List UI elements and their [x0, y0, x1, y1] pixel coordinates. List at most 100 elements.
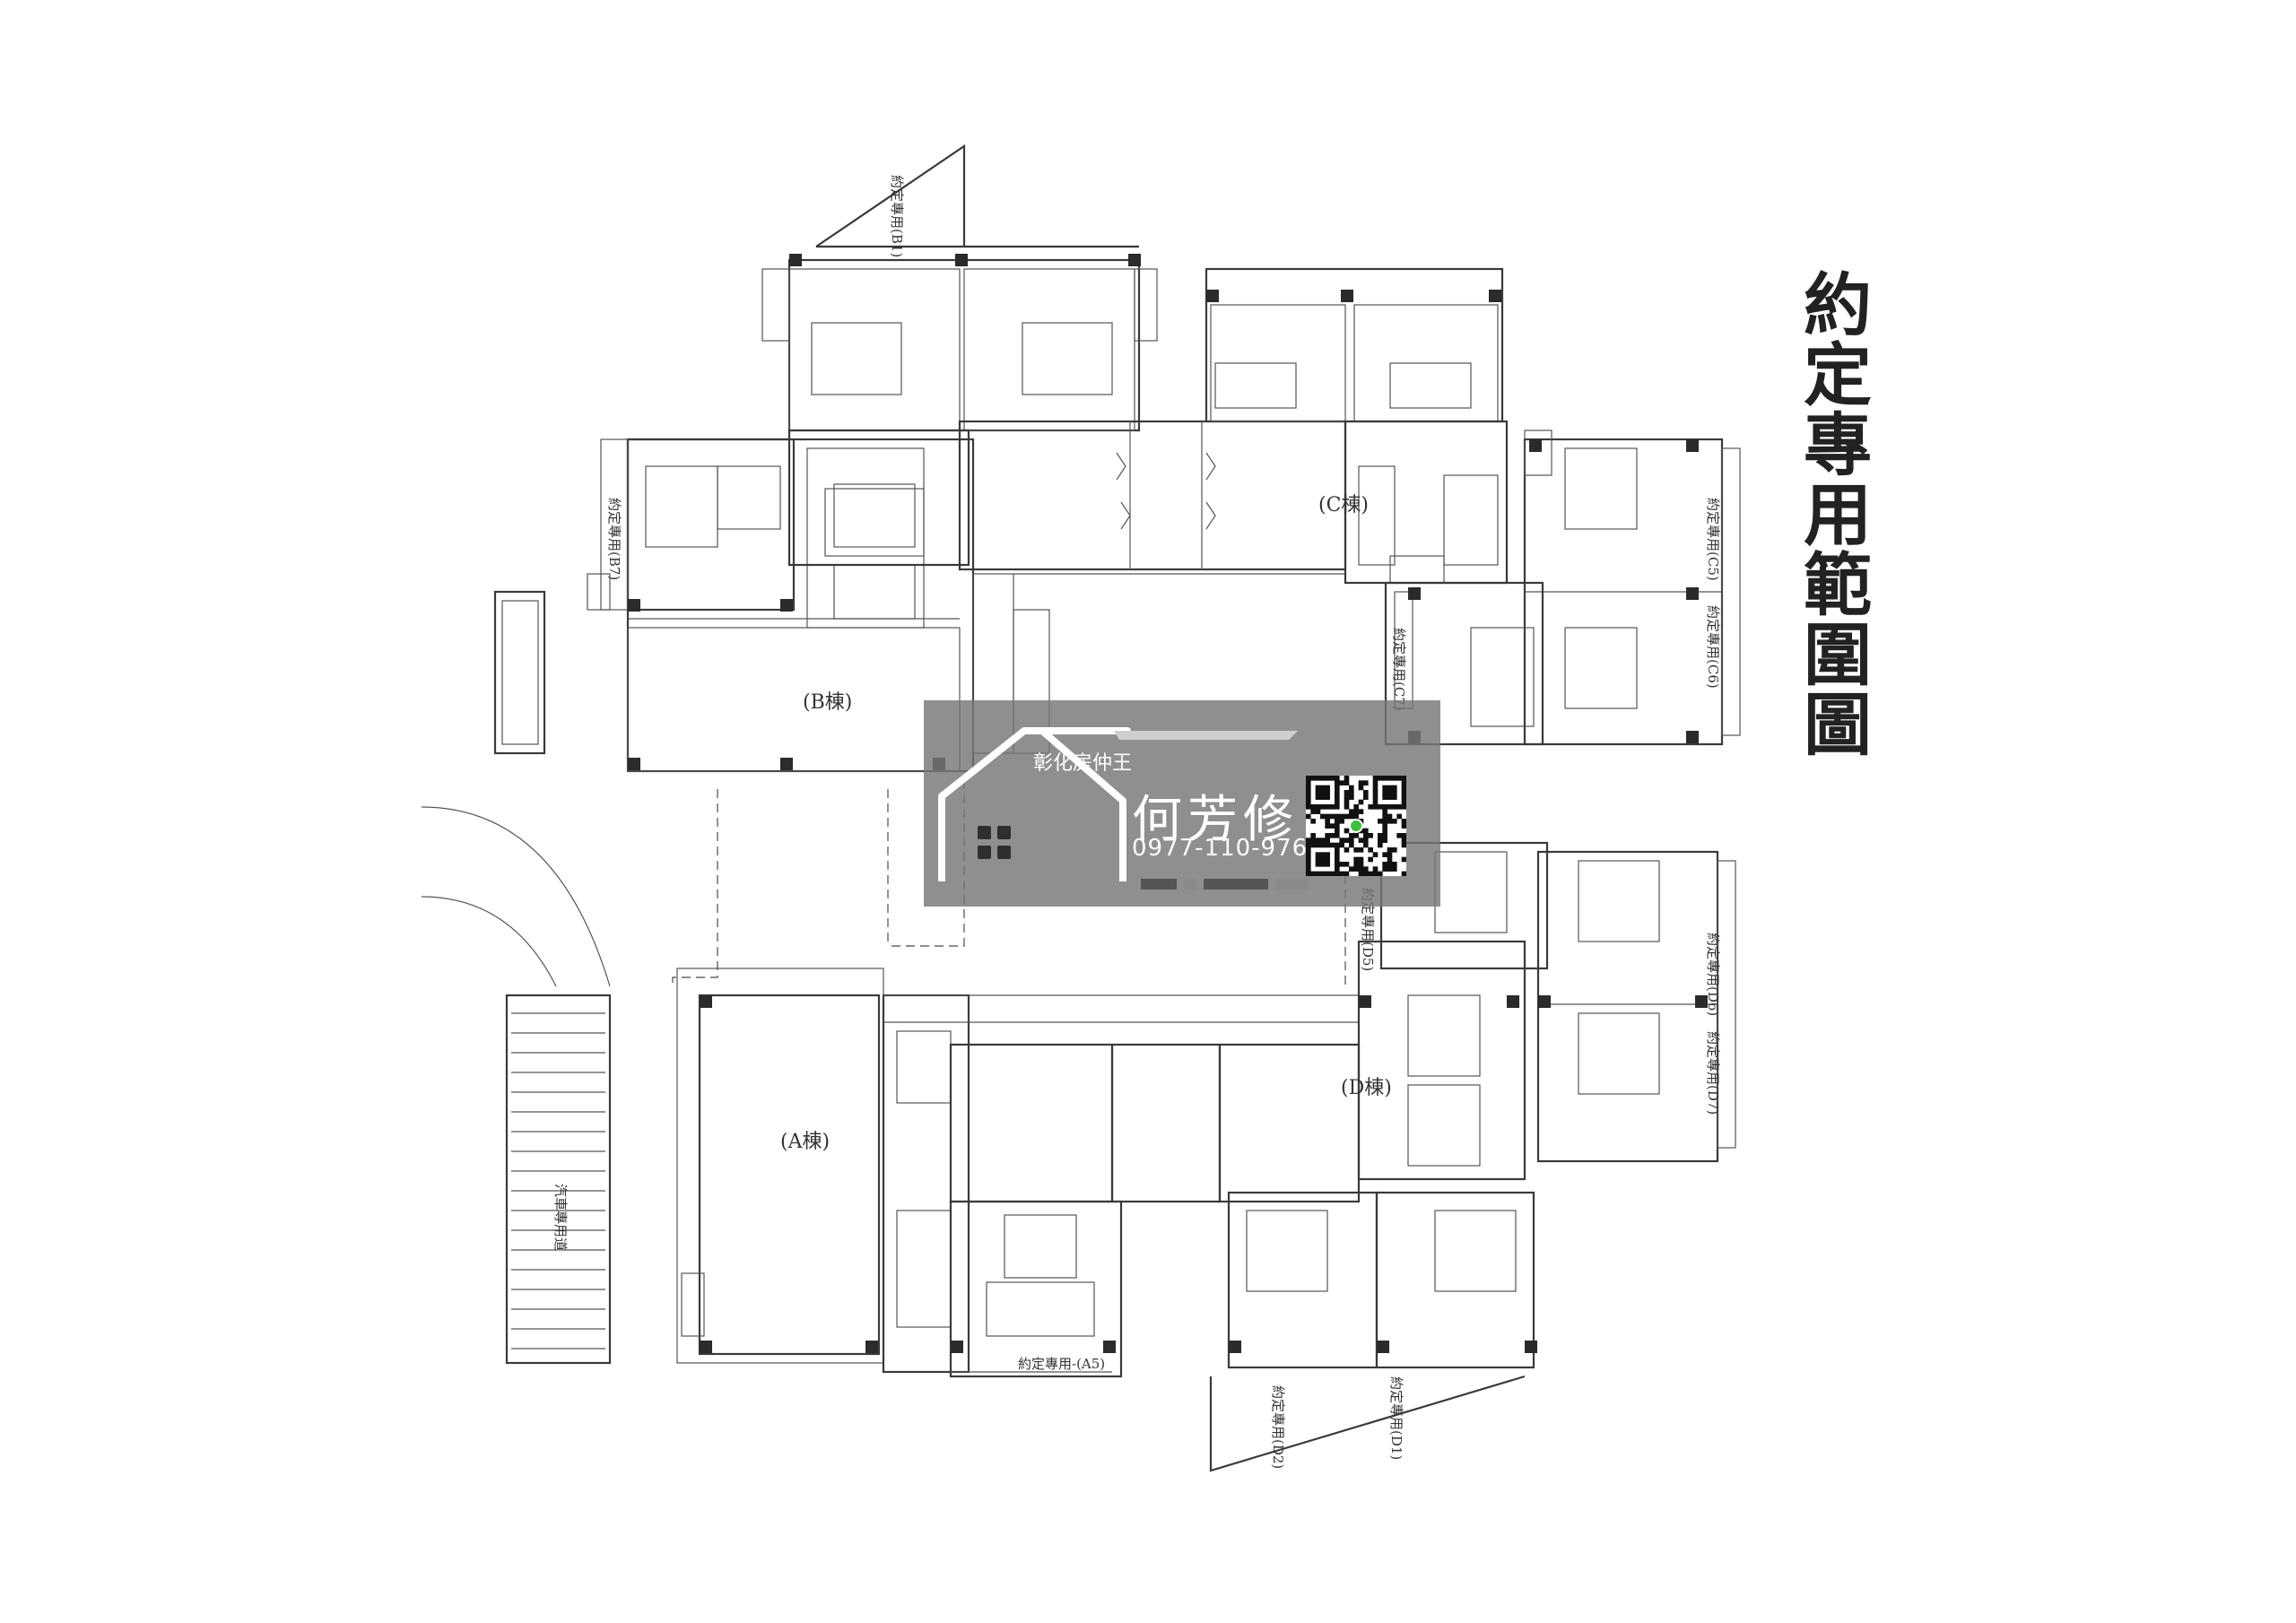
qr-module — [1320, 790, 1326, 795]
qr-module — [1315, 809, 1321, 814]
qr-module — [1335, 852, 1340, 857]
qr-module — [1387, 862, 1393, 867]
qr-module — [1353, 847, 1359, 853]
label-d1: 約定專用(D1) — [1388, 1376, 1405, 1460]
qr-module — [1320, 804, 1326, 810]
watermark-bar-4 — [1275, 879, 1308, 890]
label-c5: 約定專用(C5) — [1705, 498, 1721, 581]
qr-module — [1306, 871, 1311, 877]
qr-module — [1335, 842, 1340, 848]
qr-module — [1315, 790, 1321, 795]
qr-module — [1372, 871, 1378, 877]
qr-module — [1306, 856, 1311, 863]
qr-module — [1335, 794, 1340, 800]
qr-module — [1378, 838, 1383, 843]
qr-module — [1335, 813, 1340, 820]
qr-module — [1310, 809, 1316, 814]
qr-module — [1344, 780, 1350, 785]
qr-module — [1306, 847, 1311, 853]
qr-module — [1401, 776, 1407, 781]
qr-module — [1339, 838, 1344, 843]
watermark-bar-1 — [1141, 879, 1177, 890]
label-building-a: (A棟) — [780, 1131, 830, 1153]
qr-module — [1325, 804, 1330, 810]
qr-module — [1387, 866, 1393, 872]
qr-module — [1320, 776, 1326, 781]
qr-module — [1401, 833, 1407, 838]
qr-module — [1358, 847, 1364, 853]
building-c-units — [1205, 267, 1509, 585]
qr-module — [1325, 842, 1330, 848]
qr-module — [1325, 813, 1330, 820]
qr-module — [1339, 842, 1344, 848]
qr-module — [1320, 852, 1326, 857]
qr-module — [1353, 804, 1359, 810]
qr-module — [1368, 833, 1373, 838]
qr-module — [1335, 833, 1340, 838]
qr-module — [1335, 776, 1340, 781]
qr-module — [1329, 871, 1335, 877]
qr-module — [1353, 856, 1359, 863]
watermark: 彰化房仲王 何芳修 0977-110-976 — [924, 700, 1440, 907]
qr-module — [1339, 813, 1344, 820]
qr-module — [1382, 838, 1387, 843]
qr-module — [1378, 842, 1383, 848]
qr-module — [1382, 790, 1387, 795]
qr-module — [1306, 842, 1311, 848]
qr-module — [1315, 776, 1321, 781]
qr-module — [1310, 819, 1316, 824]
qr-module — [1335, 790, 1340, 795]
qr-module — [1315, 785, 1321, 791]
qr-module — [1353, 833, 1359, 838]
qr-module — [1382, 852, 1387, 857]
qr-module — [1401, 842, 1407, 848]
qr-module — [1349, 838, 1354, 843]
qr-module — [1344, 794, 1350, 800]
qr-module — [1335, 866, 1340, 872]
qr-module — [1382, 862, 1387, 867]
qr-module — [1306, 780, 1311, 785]
qr-module — [1335, 785, 1340, 791]
qr-module — [1372, 799, 1378, 805]
qr-module — [1325, 856, 1330, 863]
qr-module — [1315, 804, 1321, 810]
qr-module — [1329, 813, 1335, 820]
qr-module — [1382, 804, 1387, 810]
qr-module — [1387, 785, 1393, 791]
qr-module — [1329, 842, 1335, 848]
qr-code-icon[interactable] — [1306, 776, 1407, 877]
qr-module — [1344, 838, 1350, 843]
qr-module — [1392, 790, 1397, 795]
qr-module — [1387, 790, 1393, 795]
qr-module — [1372, 794, 1378, 800]
qr-module — [1344, 871, 1350, 877]
label-building-b: (B棟) — [803, 691, 852, 714]
qr-module — [1329, 833, 1335, 838]
qr-module — [1335, 871, 1340, 877]
label-ramp: 汽車專用道 — [552, 1184, 569, 1251]
qr-module — [1401, 804, 1407, 810]
label-a5: 約定專用-(A5) — [1018, 1356, 1105, 1372]
qr-module — [1368, 847, 1373, 853]
qr-module — [1349, 842, 1354, 848]
qr-module — [1387, 819, 1393, 824]
qr-module — [1325, 838, 1330, 843]
qr-module — [1372, 785, 1378, 791]
qr-module — [1329, 804, 1335, 810]
qr-module — [1382, 813, 1387, 820]
qr-module — [1335, 819, 1340, 824]
qr-module — [1382, 828, 1387, 834]
qr-module — [1310, 833, 1316, 838]
qr-module — [1396, 833, 1402, 838]
qr-module — [1401, 790, 1407, 795]
qr-module — [1339, 871, 1344, 877]
qr-module — [1315, 794, 1321, 800]
qr-module — [1344, 799, 1350, 805]
qr-module — [1363, 838, 1369, 843]
qr-module — [1363, 790, 1369, 795]
qr-module — [1349, 809, 1354, 814]
qr-module — [1353, 809, 1359, 814]
qr-module — [1372, 852, 1378, 857]
qr-module — [1401, 785, 1407, 791]
watermark-phone: 0977-110-976 — [1132, 835, 1309, 862]
